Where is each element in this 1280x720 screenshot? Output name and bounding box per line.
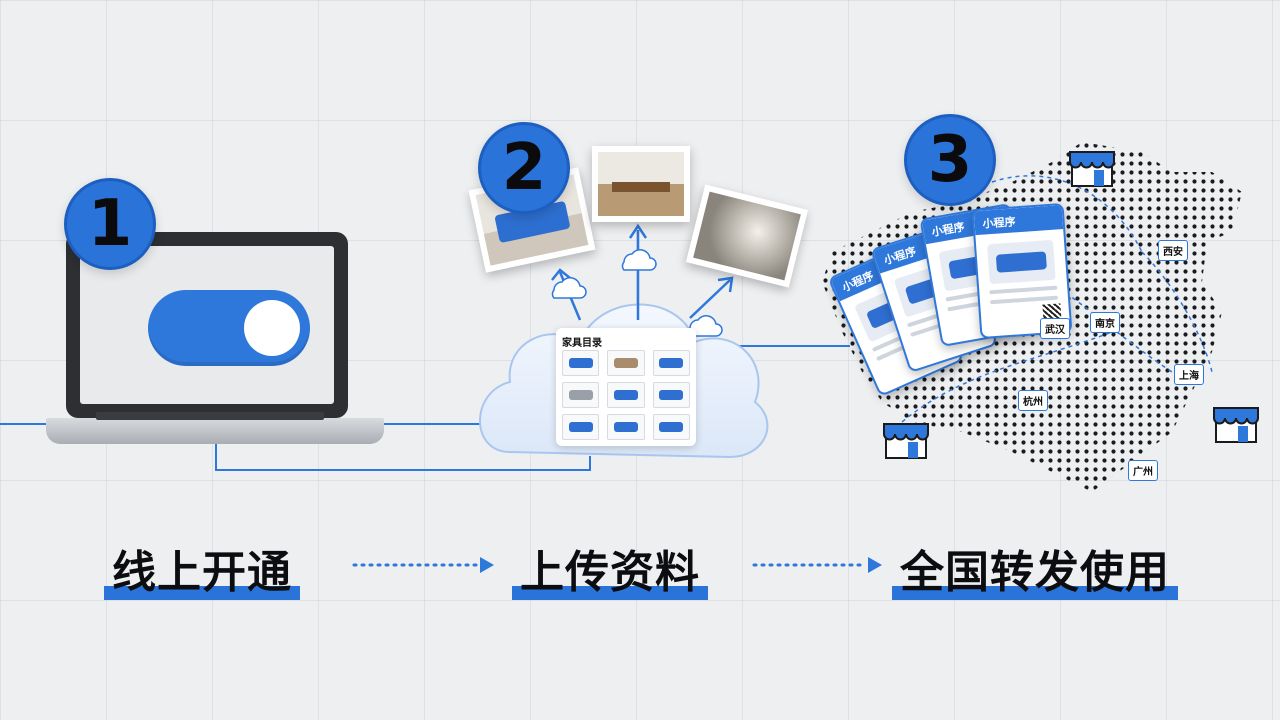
catalog-item — [562, 382, 600, 408]
laptop-display — [80, 246, 334, 404]
laptop-keyboard — [96, 412, 324, 420]
toggle-knob — [244, 300, 300, 356]
catalog-item — [562, 350, 600, 376]
dotted-arrow-2 — [752, 557, 882, 573]
city-tag: 武汉 — [1040, 318, 1070, 339]
step-1-number: 1 — [87, 187, 133, 261]
catalog-item — [607, 350, 645, 376]
city-tag: 广州 — [1128, 460, 1158, 481]
laptop-screen — [66, 232, 348, 418]
city-tag: 西安 — [1158, 240, 1188, 261]
city-tag: 上海 — [1174, 364, 1204, 385]
step-3-badge: 3 — [904, 114, 996, 206]
step-2-label: 上传资料 — [512, 536, 708, 600]
catalog-title: 家具目录 — [562, 338, 602, 349]
step-1-label: 线上开通 — [104, 536, 300, 600]
upload-arrows — [551, 223, 734, 337]
catalog-sheet: 家具目录 — [556, 328, 696, 446]
catalog-item — [562, 414, 600, 440]
city-tag: 南京 — [1090, 312, 1120, 333]
store-icon — [883, 423, 929, 459]
laptop-base — [46, 418, 384, 444]
step-2-number: 2 — [501, 131, 547, 205]
step-2-badge: 2 — [478, 122, 570, 214]
store-icon — [1213, 407, 1259, 443]
card-header: 小程序 — [973, 205, 1064, 236]
catalog-item — [652, 350, 690, 376]
catalog-grid — [562, 350, 690, 440]
dotted-arrow-1 — [352, 557, 494, 573]
catalog-item — [607, 382, 645, 408]
step-1-badge: 1 — [64, 178, 156, 270]
store-icon — [1069, 151, 1115, 187]
step-3-label: 全国转发使用 — [892, 536, 1178, 600]
city-tag: 杭州 — [1018, 390, 1048, 411]
dining-photo — [592, 146, 690, 222]
step-3-number: 3 — [927, 123, 973, 197]
catalog-item — [652, 382, 690, 408]
catalog-item — [607, 414, 645, 440]
catalog-item — [652, 414, 690, 440]
toggle-switch[interactable] — [148, 290, 310, 366]
